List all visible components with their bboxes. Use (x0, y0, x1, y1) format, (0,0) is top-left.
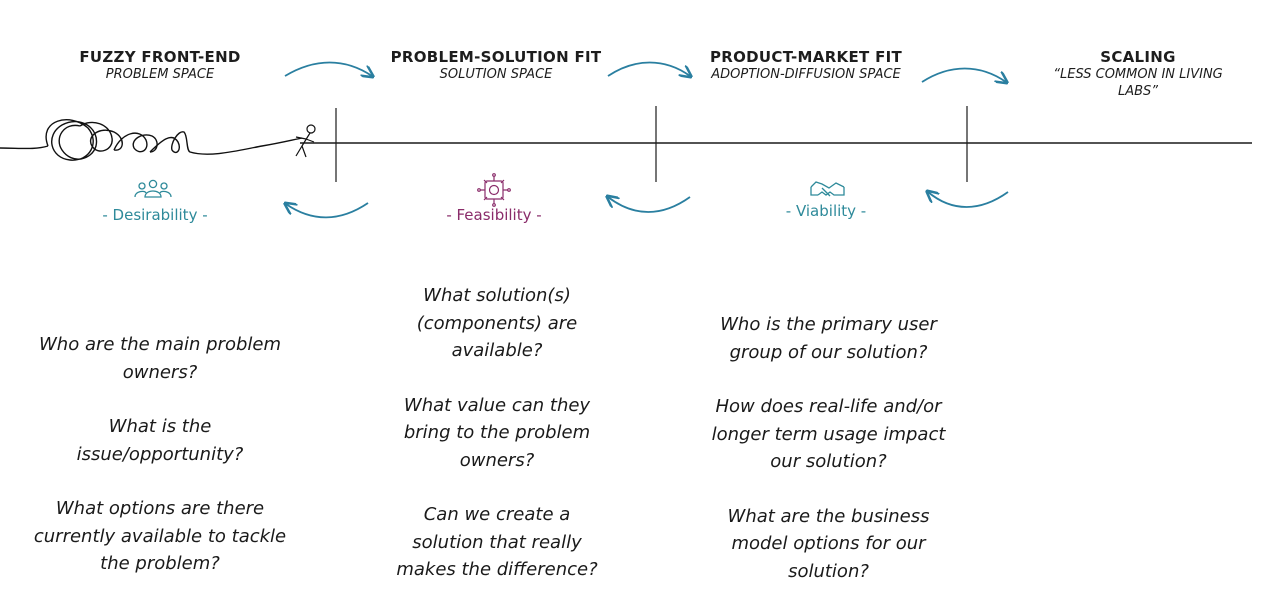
phase-title: PROBLEM-SOLUTION FIT (390, 48, 602, 66)
forward-arrow (284, 61, 372, 77)
phase-title: PRODUCT-MARKET FIT (709, 48, 903, 66)
phase-header-product-market-fit: PRODUCT-MARKET FIT ADOPTION-DIFFUSION SP… (696, 48, 916, 83)
chip-icon (477, 173, 511, 207)
phase-subtitle: ADOPTION-DIFFUSION SPACE (711, 67, 901, 82)
question: What are the business model options for … (727, 505, 930, 582)
phase-subtitle: SOLUTION SPACE (439, 67, 553, 82)
questions-problem-solution-fit: What solution(s) (components) are availa… (392, 282, 602, 584)
questions-fuzzy-front-end: Who are the main problem owners? What is… (30, 331, 290, 578)
question: What value can they bring to the problem… (403, 394, 591, 471)
people-icon (134, 179, 172, 198)
question: Who is the primary user group of our sol… (720, 314, 937, 363)
question: How does real-life and/or longer term us… (711, 396, 946, 472)
tangle-scribble (0, 119, 303, 161)
questions-product-market-fit: Who is the primary user group of our sol… (706, 311, 951, 585)
question: What options are there currently availab… (33, 498, 287, 574)
backward-arrow (286, 203, 369, 219)
question: Who are the main problem owners? (39, 334, 281, 383)
phase-subtitle: “LESS COMMON IN LIVING LABS” (1053, 67, 1223, 99)
phase-header-problem-solution-fit: PROBLEM-SOLUTION FIT SOLUTION SPACE (376, 48, 616, 83)
phase-subtitle: PROBLEM SPACE (105, 67, 215, 82)
backward-arrow (608, 197, 691, 213)
criterion-desirability: - Desirability - (102, 206, 208, 224)
criterion-viability: - Viability - (785, 202, 867, 220)
criterion-feasibility: - Feasibility - (446, 206, 542, 224)
question: What is the issue/opportunity? (76, 416, 244, 465)
forward-arrow (607, 61, 690, 77)
phase-title: SCALING (1100, 48, 1176, 66)
phase-title: FUZZY FRONT-END (79, 48, 241, 66)
phase-header-scaling: SCALING “LESS COMMON IN LIVING LABS” (1038, 48, 1238, 100)
stick-figure (295, 124, 316, 158)
question: Can we create a solution that really mak… (396, 504, 598, 580)
backward-arrow (928, 192, 1009, 208)
forward-arrow (921, 67, 1006, 83)
question: What solution(s) (components) are availa… (416, 285, 578, 361)
phase-header-fuzzy-front-end: FUZZY FRONT-END PROBLEM SPACE (60, 48, 260, 83)
handshake-icon (810, 181, 845, 197)
